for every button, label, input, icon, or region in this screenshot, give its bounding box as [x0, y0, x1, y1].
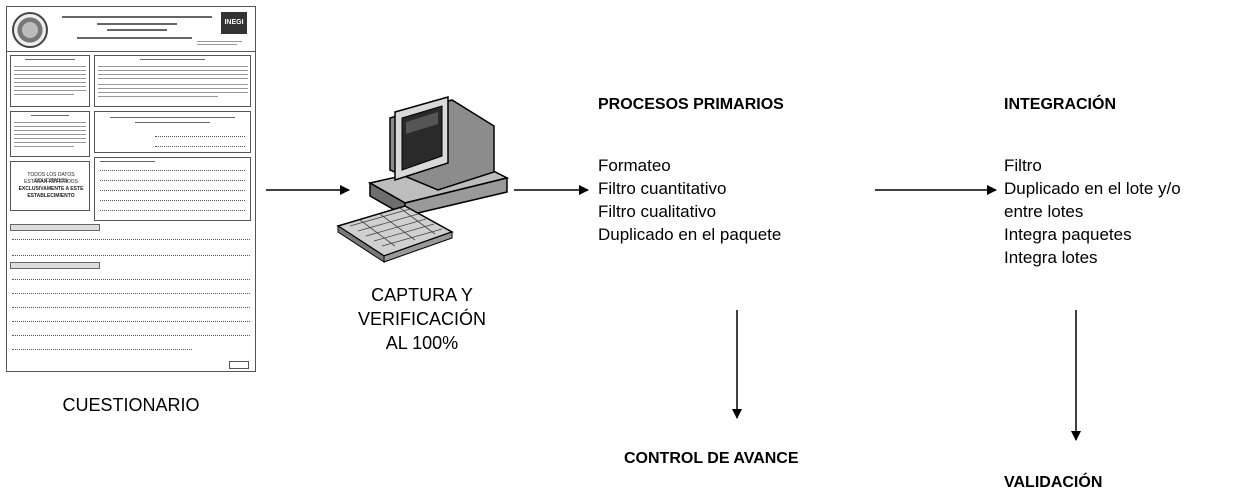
confidentiality-box [94, 55, 251, 107]
capture-label: CAPTURA Y VERIFICACIÓN AL 100% [357, 285, 486, 353]
list-item: Duplicado en el paquete [598, 225, 782, 244]
list-item: Integra lotes [1004, 248, 1098, 267]
list-item: Filtro cualitativo [598, 202, 717, 221]
list-item: Duplicado en el lote y/o [1004, 179, 1181, 198]
questionnaire-form-image: INEGI TODOS LOS DATOS SOLICITADOS ESTARÁ… [6, 6, 256, 372]
geographic-reference-box [94, 157, 251, 221]
integration-title: INTEGRACIÓN [1004, 96, 1116, 113]
national-seal-icon [12, 12, 48, 48]
data-note-box: TODOS LOS DATOS SOLICITADOS ESTARÁN REFE… [10, 161, 90, 211]
census-unit-box [10, 111, 90, 157]
identification-section-bar [10, 224, 100, 231]
list-item: Formateo [598, 156, 671, 175]
legal-provisions-box [10, 55, 90, 107]
primary-processes-list: Formateo Filtro cuantitativo Filtro cual… [598, 154, 781, 246]
list-item: Filtro cuantitativo [598, 179, 727, 198]
integration-list: Filtro Duplicado en el lote y/o entre lo… [1004, 154, 1181, 269]
services-box [94, 111, 251, 153]
list-item: entre lotes [1004, 202, 1084, 221]
computer-icon [336, 96, 510, 263]
inegi-logo: INEGI [221, 12, 247, 34]
control-title: CONTROL DE AVANCE [624, 450, 799, 467]
primary-processes-title: PROCESOS PRIMARIOS [598, 96, 784, 113]
questionnaire-label: CUESTIONARIO [62, 395, 200, 415]
validation-title: VALIDACIÓN [1004, 474, 1103, 491]
list-item: Integra paquetes [1004, 225, 1132, 244]
location-section-bar [10, 262, 100, 269]
list-item: Filtro [1004, 156, 1042, 175]
form-header: INEGI [7, 7, 255, 52]
